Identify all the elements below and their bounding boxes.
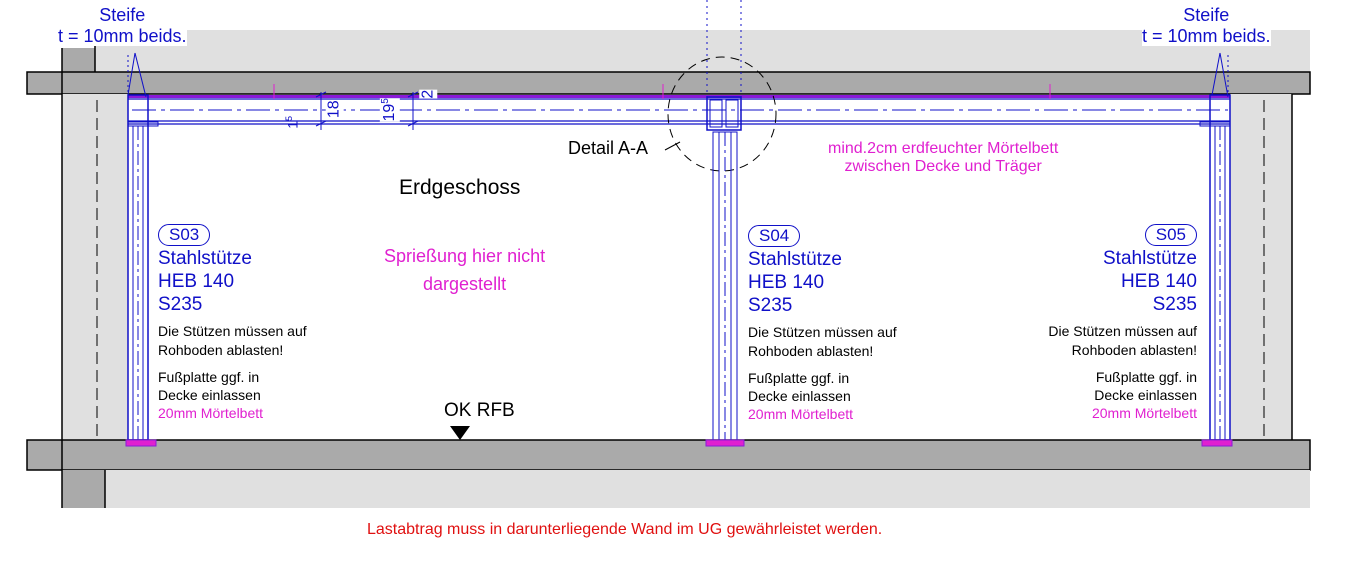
upper-wall-area: [95, 30, 1310, 72]
dimension-18: 18: [325, 100, 345, 119]
column-s04: [705, 96, 745, 447]
level-label: OK RFB: [444, 400, 515, 421]
lower-wall-area: [105, 470, 1310, 508]
dimension-lines: [315, 91, 419, 130]
detail-circle: [667, 56, 777, 172]
lower-left-wall: [62, 470, 105, 508]
column-s03: [125, 94, 157, 447]
dimension-1-5: 15: [284, 115, 301, 129]
column-s05: [1201, 94, 1233, 447]
column-tag: S05: [1144, 224, 1197, 246]
right-wall: [1230, 94, 1292, 440]
ceiling-slab: [26, 71, 1311, 95]
left-wall: [62, 94, 128, 440]
dimension-19-5: 195: [379, 98, 400, 122]
floor-slab: [26, 439, 1311, 471]
footer-note: Lastabtrag muss in darunterliegende Wand…: [367, 521, 883, 538]
column-tag: S03: [158, 224, 211, 246]
room-label: Erdgeschoss: [399, 176, 521, 199]
level-marker-icon: [450, 426, 470, 440]
dimension-2: 2: [419, 89, 438, 99]
column-tag: S04: [748, 225, 801, 247]
detail-label: Detail A-A: [568, 138, 649, 158]
